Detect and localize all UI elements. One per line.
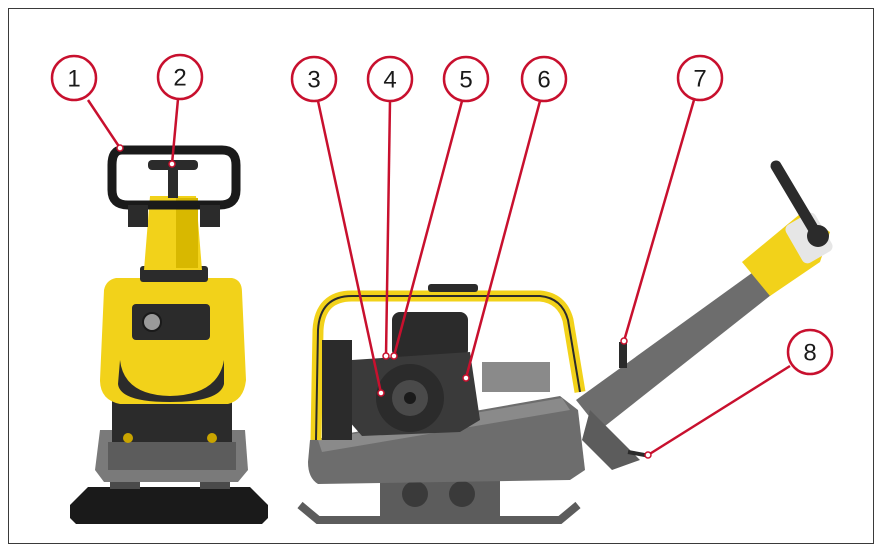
side-plate-hole-right xyxy=(449,481,475,507)
callout-ring-1 xyxy=(50,54,98,102)
side-handle-knob xyxy=(807,225,829,247)
callout-layer: 1 2 3 4 5 6 7 xyxy=(50,53,834,459)
leader-end-5 xyxy=(390,352,398,360)
front-lower-shadow xyxy=(108,442,236,470)
side-frame-handle xyxy=(428,284,478,292)
leader-line-3 xyxy=(316,100,383,394)
leader-line-7 xyxy=(622,99,696,342)
leader-line-2 xyxy=(170,98,180,165)
side-engine-tank xyxy=(392,312,468,358)
side-engine-side-black xyxy=(322,340,352,440)
front-side-bracket-left xyxy=(128,205,148,227)
leader-end-6 xyxy=(462,374,470,382)
side-recoil-hub xyxy=(404,392,416,404)
callout-label-5: 5 xyxy=(459,67,472,94)
leader-line-4 xyxy=(384,100,392,357)
front-base-plate xyxy=(70,487,268,524)
front-bolt-left xyxy=(123,433,133,443)
leader-end-2 xyxy=(168,160,176,168)
leader-end-1 xyxy=(116,144,124,152)
callout-label-3: 3 xyxy=(307,67,320,94)
side-view-machine xyxy=(297,160,833,524)
callout-ring-5 xyxy=(442,55,490,103)
callout-1: 1 xyxy=(50,54,98,102)
front-column-shadow xyxy=(176,198,198,268)
side-lever xyxy=(619,342,627,368)
callout-ring-8 xyxy=(786,328,834,376)
side-roll-frame-edge xyxy=(315,295,581,441)
callout-ring-2 xyxy=(156,53,204,101)
front-bolt-right xyxy=(207,433,217,443)
front-plate-foot-right xyxy=(200,480,230,489)
front-throttle-stem xyxy=(168,168,178,198)
leader-end-4 xyxy=(382,352,390,360)
leader-end-8 xyxy=(644,451,652,459)
leader-end-7 xyxy=(620,337,628,345)
callout-ring-7 xyxy=(676,54,724,102)
front-side-bracket-right xyxy=(200,205,220,227)
callout-label-1: 1 xyxy=(67,66,80,93)
side-exhaust xyxy=(482,362,550,392)
callout-8: 8 xyxy=(786,328,834,376)
side-base-plate xyxy=(297,501,581,524)
front-hood-cutout xyxy=(118,360,224,402)
callout-6: 6 xyxy=(520,55,568,103)
callout-label-8: 8 xyxy=(803,340,816,367)
callout-3: 3 xyxy=(290,55,338,103)
callout-4: 4 xyxy=(366,55,414,103)
callout-label-2: 2 xyxy=(173,65,186,92)
side-tow-arm-lower xyxy=(582,410,640,470)
callout-label-6: 6 xyxy=(537,67,550,94)
diagram-frame xyxy=(8,8,874,544)
callout-5: 5 xyxy=(442,55,490,103)
leader-line-1 xyxy=(86,99,122,149)
side-plate-hole-left xyxy=(402,481,428,507)
side-tow-arm xyxy=(576,260,790,430)
front-view-machine xyxy=(70,145,268,524)
leader-line-5 xyxy=(392,100,464,357)
callout-label-4: 4 xyxy=(383,67,396,94)
callout-7: 7 xyxy=(676,54,724,102)
callout-label-7: 7 xyxy=(693,66,706,93)
callout-ring-6 xyxy=(520,55,568,103)
leader-line-8 xyxy=(647,364,791,457)
callout-ring-4 xyxy=(366,55,414,103)
front-plate-foot-left xyxy=(110,480,140,489)
callout-2: 2 xyxy=(156,53,204,101)
callout-ring-3 xyxy=(290,55,338,103)
leader-end-3 xyxy=(377,389,385,397)
front-fuel-cap xyxy=(142,312,162,332)
leader-line-6 xyxy=(464,100,542,379)
